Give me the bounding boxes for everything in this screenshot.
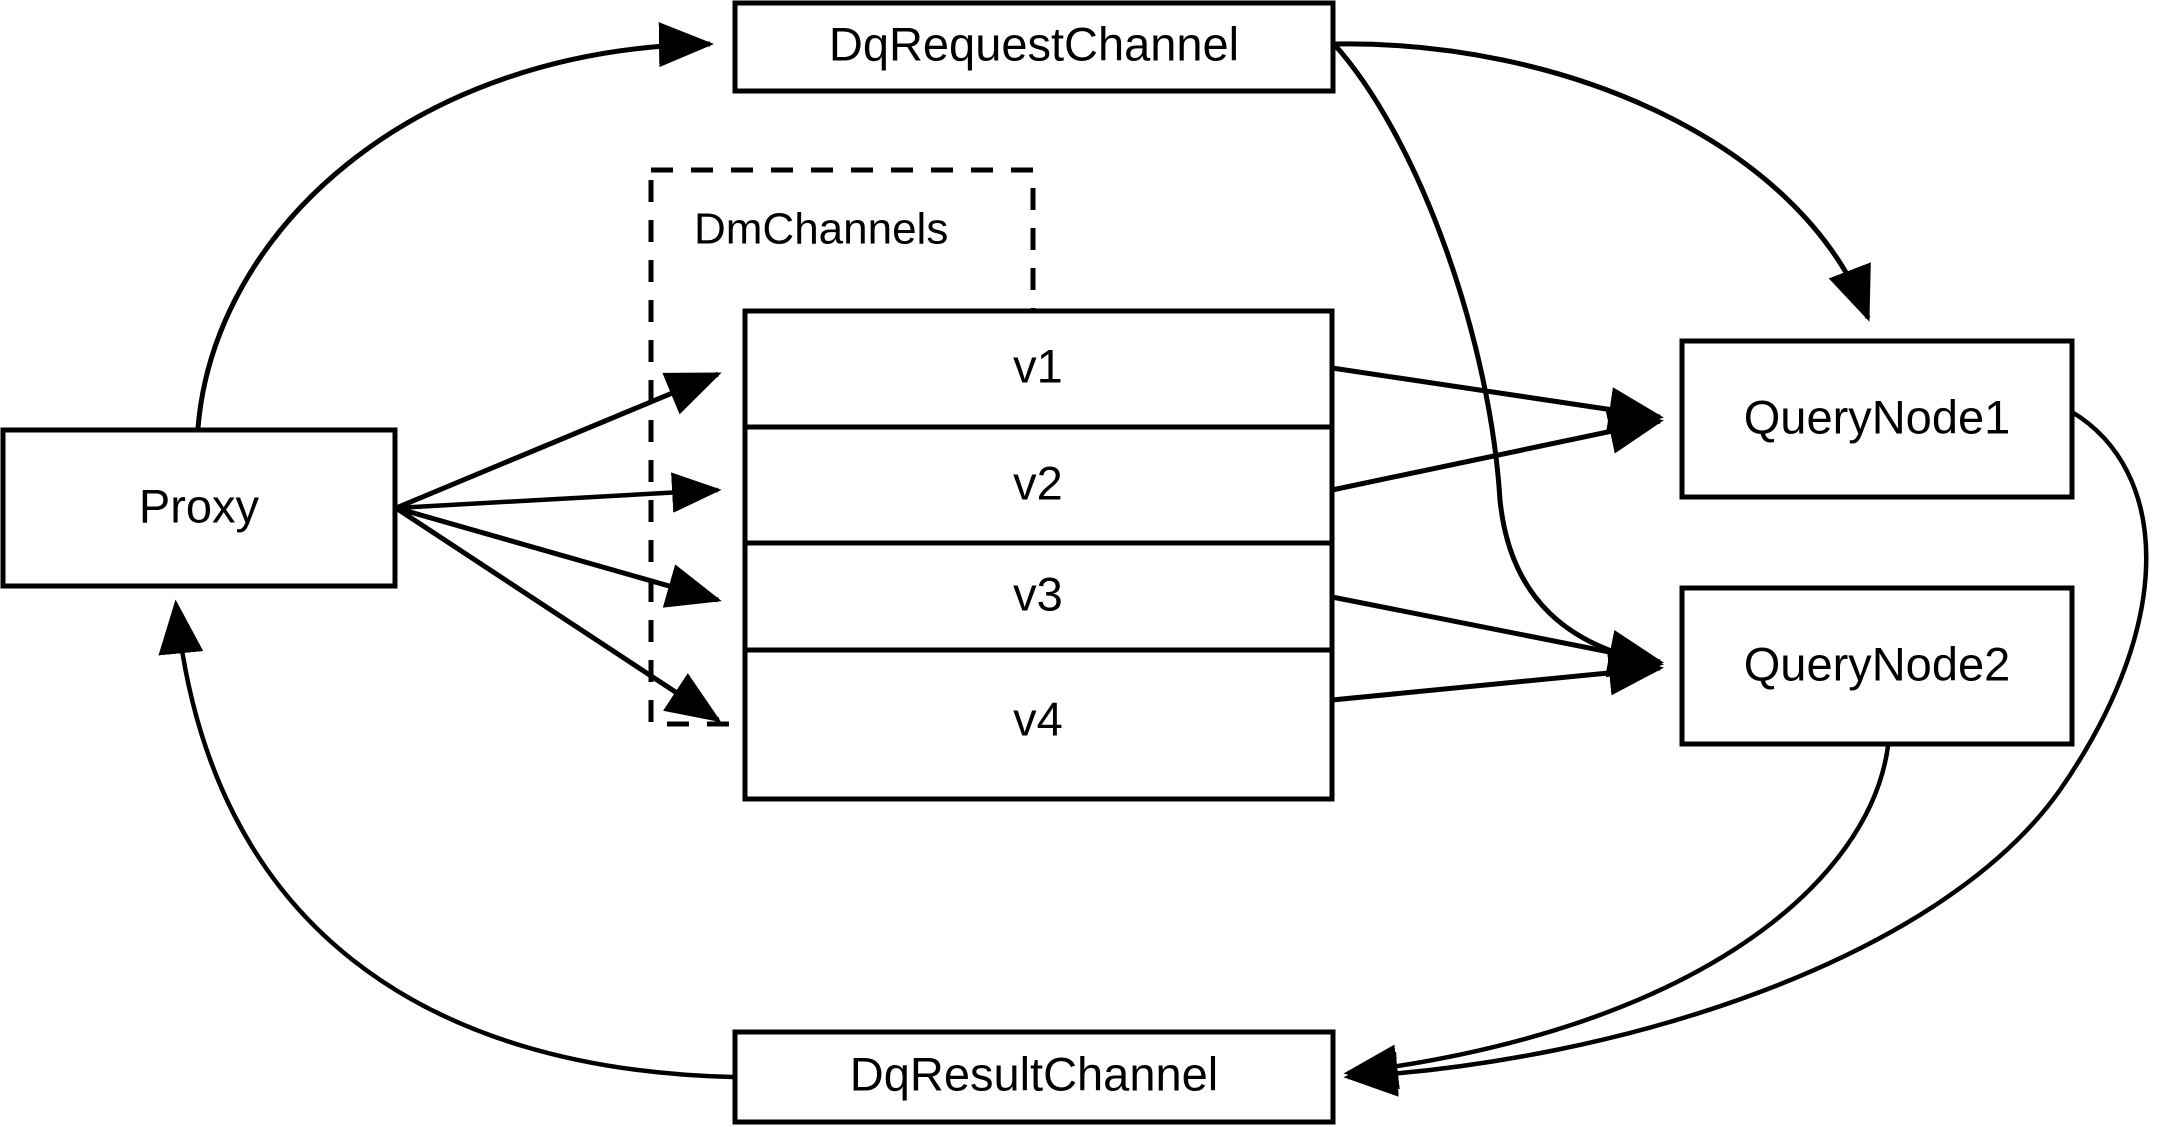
edge-proxy-to-v4 [394,505,722,723]
dmchannels-stack-box [742,308,1335,802]
node-dqresultchannel[interactable] [732,1029,1336,1125]
node-querynode1-label: QueryNode1 [1744,390,2011,443]
edge-querynode2-to-dqresultchannel [1343,745,1891,1090]
edge-proxy-to-v1 [395,371,722,511]
dmchannel-label-v4: v4 [1013,692,1063,745]
node-querynode1[interactable] [1679,338,2075,500]
edge-dqresultchannel-to-proxy [158,599,734,1080]
edge-v4-to-querynode2 [1331,650,1664,703]
node-querynode2-label: QueryNode2 [1744,637,2011,690]
edge-proxy-to-v2 [395,472,722,513]
edge-proxy-to-dqrequestchannel [195,22,714,429]
dmchannels-group-label: DmChannels [694,205,948,254]
dmchannel-label-v2: v2 [1013,456,1063,509]
node-querynode2[interactable] [1679,585,2075,747]
node-dqresultchannel-label: DqResultChannel [850,1047,1218,1100]
node-dqrequestchannel-label: DqRequestChannel [829,17,1239,70]
edge-v1-to-querynode1 [1331,365,1664,432]
edge-querynode1-to-dqresultchannel [1343,410,2149,1097]
edge-proxy-to-v3 [395,505,722,608]
edge-v2-to-querynode1 [1331,409,1664,493]
dmchannel-label-v3: v3 [1013,567,1063,620]
node-dqrequestchannel[interactable] [732,0,1336,94]
edge-v3-to-querynode2 [1331,594,1664,675]
edge-dqrequestchannel-to-querynode1 [1333,41,1871,322]
edge-dqrequestchannel-to-querynode2 [1332,42,1664,678]
node-proxy[interactable] [0,427,398,589]
dmchannel-label-v1: v1 [1013,339,1063,392]
node-proxy-label: Proxy [139,479,260,532]
